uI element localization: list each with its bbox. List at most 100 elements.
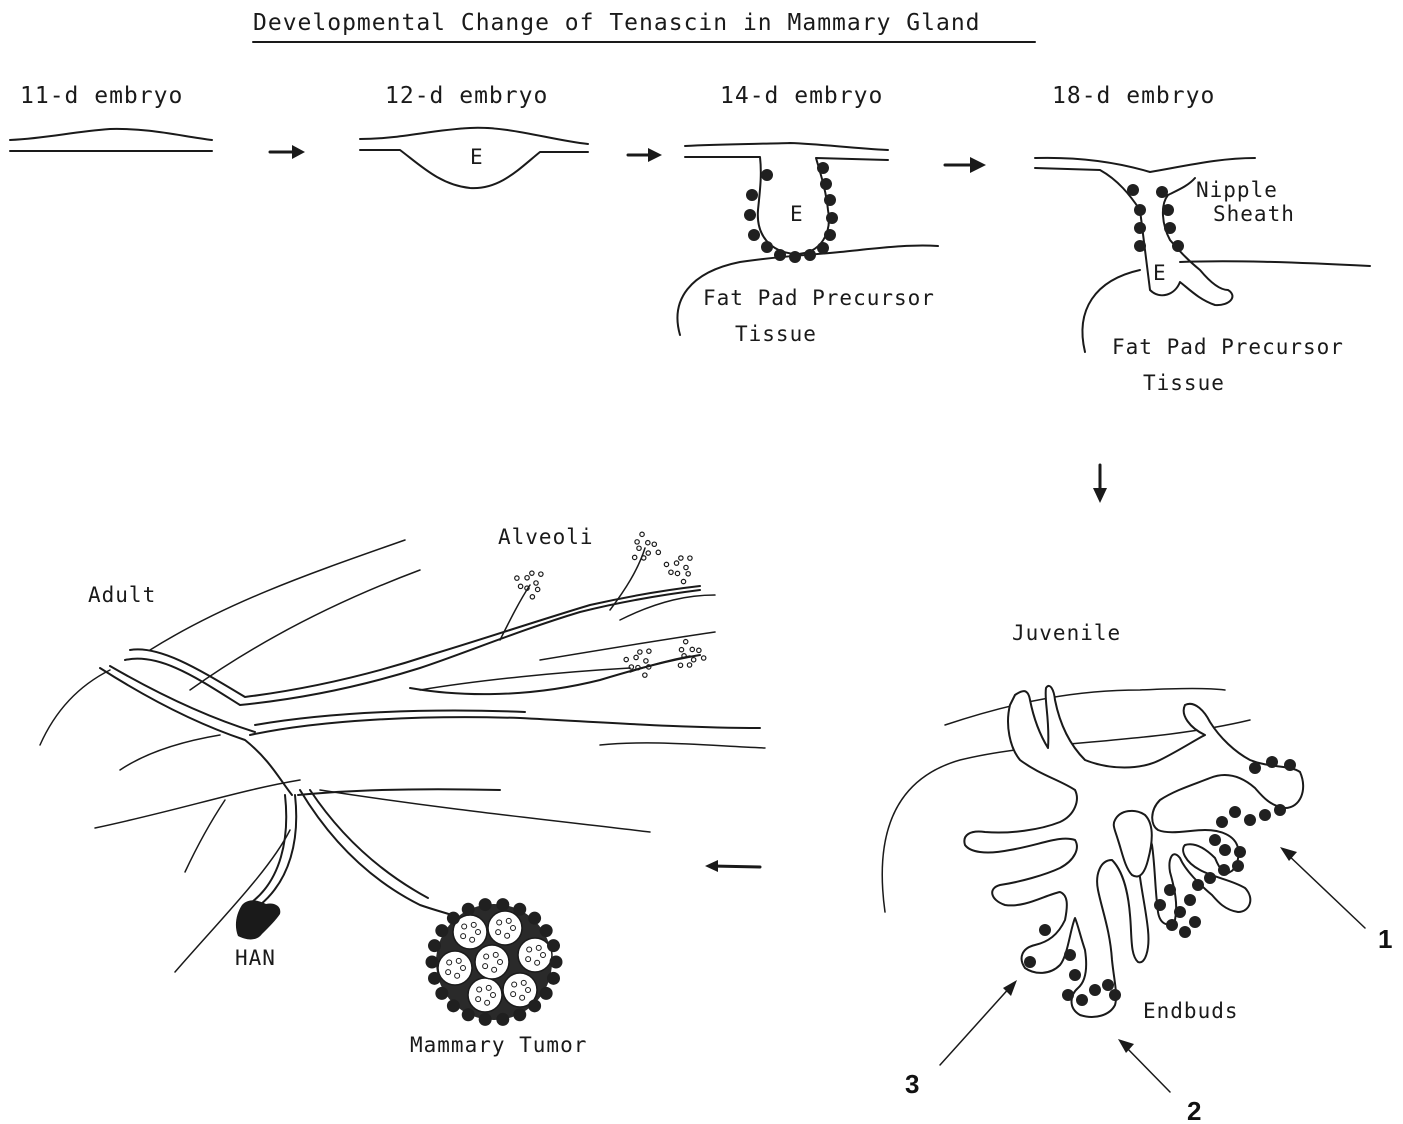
alveolus [643, 673, 647, 677]
alveolus [674, 561, 678, 565]
tenascin-dot [1192, 879, 1204, 891]
tenascin-dot [513, 903, 526, 916]
tenascin-dot [496, 898, 509, 911]
tenascin-dot [1232, 860, 1244, 872]
alveolus [539, 572, 543, 576]
tenascin-dot [547, 939, 560, 952]
tenascin-dot [1244, 814, 1256, 826]
tenascin-dot [1229, 806, 1241, 818]
tenascin-dot [513, 1008, 526, 1021]
alveolus [684, 565, 688, 569]
tenascin-dot [789, 251, 801, 263]
tenascin-dot [1164, 884, 1176, 896]
alveolus [701, 656, 705, 660]
tenascin-dot [479, 898, 492, 911]
tumor-nodule [518, 938, 552, 972]
tenascin-dot [462, 1008, 475, 1021]
tenascin-dot [479, 1013, 492, 1026]
arrow-left [705, 860, 760, 872]
tenascin-dot [1209, 834, 1221, 846]
alveolus [683, 639, 687, 643]
tenascin-dot [761, 241, 773, 253]
alveolus [656, 550, 660, 554]
tenascin-dot [1284, 759, 1296, 771]
alveolus [632, 555, 636, 559]
tenascin-dot [428, 972, 441, 985]
tenascin-dot [447, 912, 460, 925]
alveolus [669, 570, 673, 574]
tenascin-dot [1172, 240, 1184, 252]
tenascin-dot [1274, 804, 1286, 816]
alveolus [678, 663, 682, 667]
tumor-nodule [475, 945, 509, 979]
alveolus [647, 649, 651, 653]
alveolus [688, 556, 692, 560]
alveolus [624, 657, 628, 661]
tenascin-dot [817, 242, 829, 254]
alveolus [534, 581, 538, 585]
alveolus [697, 648, 701, 652]
tenascin-dot [1174, 906, 1186, 918]
alveolus [681, 579, 685, 583]
tenascin-dot [547, 972, 560, 985]
tenascin-dot [1134, 240, 1146, 252]
tenascin-dot [774, 249, 786, 261]
alveolus [642, 556, 646, 560]
fat-pad-label-18d-line2: Tissue [1143, 371, 1225, 395]
tenascin-dot [1249, 762, 1261, 774]
tenascin-dot [1134, 204, 1146, 216]
alveolus [646, 551, 650, 555]
stage-12d-drawing: E [360, 128, 588, 188]
callout-3: 3 [905, 980, 1017, 1099]
alveolus [518, 584, 522, 588]
epithelium-label-14d: E [790, 202, 804, 226]
callout-number-3: 3 [905, 1069, 919, 1099]
tenascin-dot [1219, 844, 1231, 856]
tenascin-dot [1064, 949, 1076, 961]
tenascin-dot [1179, 926, 1191, 938]
tenascin-dot [540, 987, 553, 1000]
stage-label-18d: 18-d embryo [1052, 83, 1215, 109]
tenascin-dot [761, 169, 773, 181]
alveolus [525, 576, 529, 580]
stage-adult-drawing: Adult Alveoli HAN [40, 525, 765, 1057]
han-label: HAN [235, 946, 276, 970]
tenascin-dot [1024, 956, 1036, 968]
stage-14d-drawing: E Fat Pad Precursor Tissue [678, 143, 939, 346]
tenascin-dot [435, 924, 448, 937]
tenascin-dot [820, 178, 832, 190]
alveolus [646, 540, 650, 544]
stage-juvenile-drawing: Juvenile Endbuds 1 2 3 [882, 621, 1392, 1124]
tenascin-dot [435, 987, 448, 1000]
tenascin-dot [1039, 924, 1051, 936]
tenascin-dot [1164, 222, 1176, 234]
tenascin-dot [1089, 984, 1101, 996]
alveolus [634, 655, 638, 659]
tenascin-dot [1109, 989, 1121, 1001]
diagram-title: Developmental Change of Tenascin in Mamm… [253, 10, 981, 36]
arrow-down [1093, 465, 1107, 503]
tenascin-dot [1216, 816, 1228, 828]
tenascin-dot [1218, 864, 1230, 876]
alveolus [635, 540, 639, 544]
stage-11d-drawing [10, 129, 212, 151]
fat-pad-label-18d-line1: Fat Pad Precursor [1112, 335, 1344, 359]
tenascin-dot [1154, 899, 1166, 911]
tenascin-dot [804, 249, 816, 261]
fat-pad-label-14d-line2: Tissue [735, 322, 817, 346]
alveolus [687, 663, 691, 667]
stage-label-12d: 12-d embryo [385, 83, 548, 109]
alveolus [679, 556, 683, 560]
tenascin-dot [1259, 809, 1271, 821]
alveolus [638, 650, 642, 654]
fat-pad-label-14d-line1: Fat Pad Precursor [703, 286, 935, 310]
alveolus [691, 658, 695, 662]
tenascin-dot [1166, 919, 1178, 931]
alveolus [664, 562, 668, 566]
alveolus [637, 546, 641, 550]
alveoli-label: Alveoli [498, 525, 594, 549]
alveolus [530, 571, 534, 575]
tenascin-dot [1062, 989, 1074, 1001]
alveolus [515, 576, 519, 580]
